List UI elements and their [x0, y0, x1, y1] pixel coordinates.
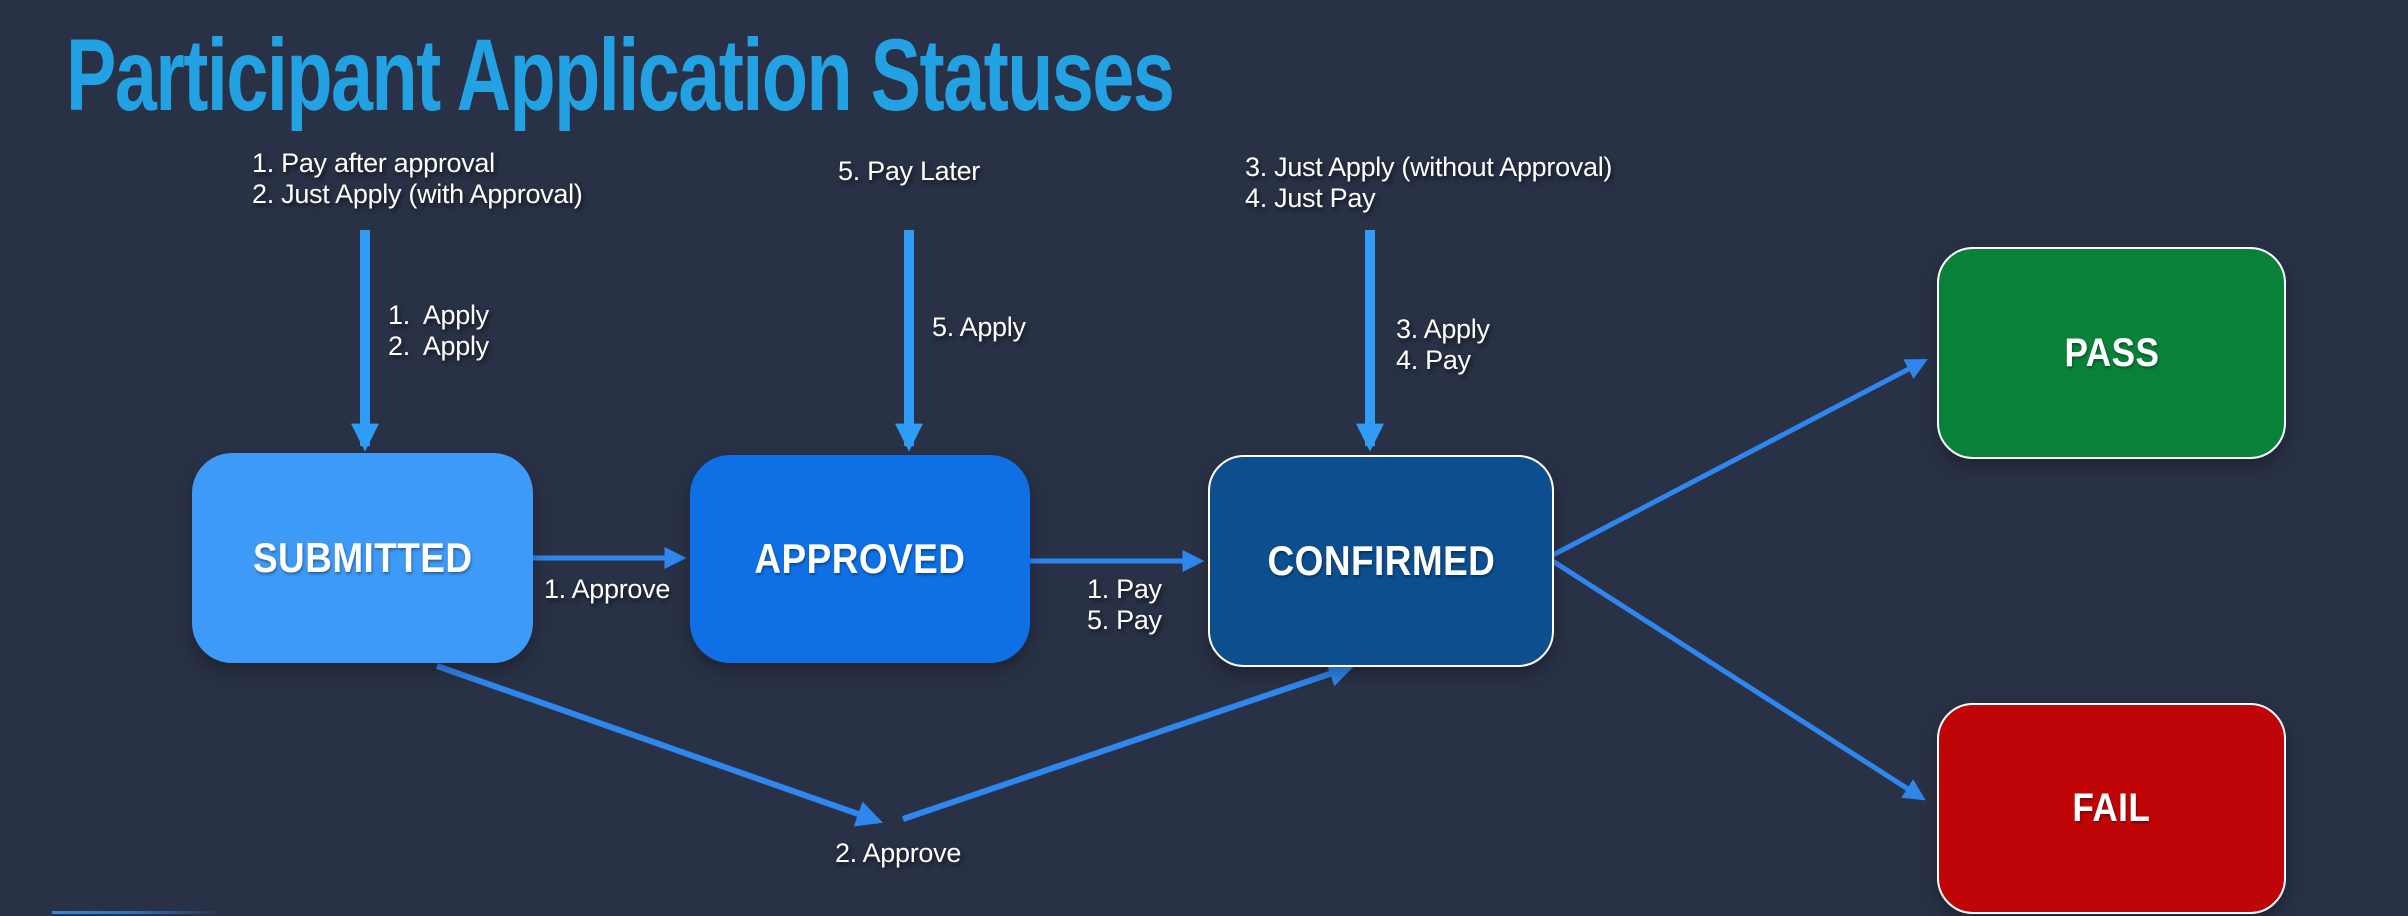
label-arrow-into-confirmed: 3. Apply 4. Pay — [1396, 314, 1490, 375]
bottom-accent-line — [52, 911, 224, 914]
node-pass-label: PASS — [2063, 330, 2160, 375]
label-arrow-into-submitted: 1. Apply 2. Apply — [388, 300, 489, 361]
annotation-above-submitted: 1. Pay after approval 2. Just Apply (wit… — [252, 148, 583, 209]
node-submitted: SUBMITTED — [192, 453, 533, 663]
label-submitted-to-approved: 1. Approve — [543, 574, 671, 604]
label-arrow-into-approved: 5. Apply — [932, 312, 1026, 342]
node-fail-label: FAIL — [2072, 786, 2151, 830]
node-fail: FAIL — [1937, 703, 2286, 914]
label-approved-to-confirmed: 1. Pay 5. Pay — [1087, 574, 1162, 635]
edge-submitted-to-elbow — [436, 663, 883, 827]
node-approved: APPROVED — [690, 455, 1030, 663]
page-title: Participant Application Statuses — [66, 18, 1175, 132]
label-submitted-to-confirmed: 2. Approve — [834, 838, 962, 868]
node-approved-label: APPROVED — [754, 535, 966, 582]
node-confirmed-label: CONFIRMED — [1267, 537, 1495, 584]
edge-confirmed-to-fail — [1549, 557, 1926, 801]
annotation-above-confirmed: 3. Just Apply (without Approval) 4. Just… — [1245, 152, 1613, 213]
node-submitted-label: SUBMITTED — [252, 534, 473, 581]
annotation-above-approved: 5. Pay Later — [838, 156, 980, 186]
edge-confirmed-to-pass — [1549, 358, 1928, 559]
edge-elbow-to-confirmed — [902, 661, 1355, 822]
node-confirmed: CONFIRMED — [1208, 455, 1554, 667]
node-pass: PASS — [1937, 247, 2286, 459]
